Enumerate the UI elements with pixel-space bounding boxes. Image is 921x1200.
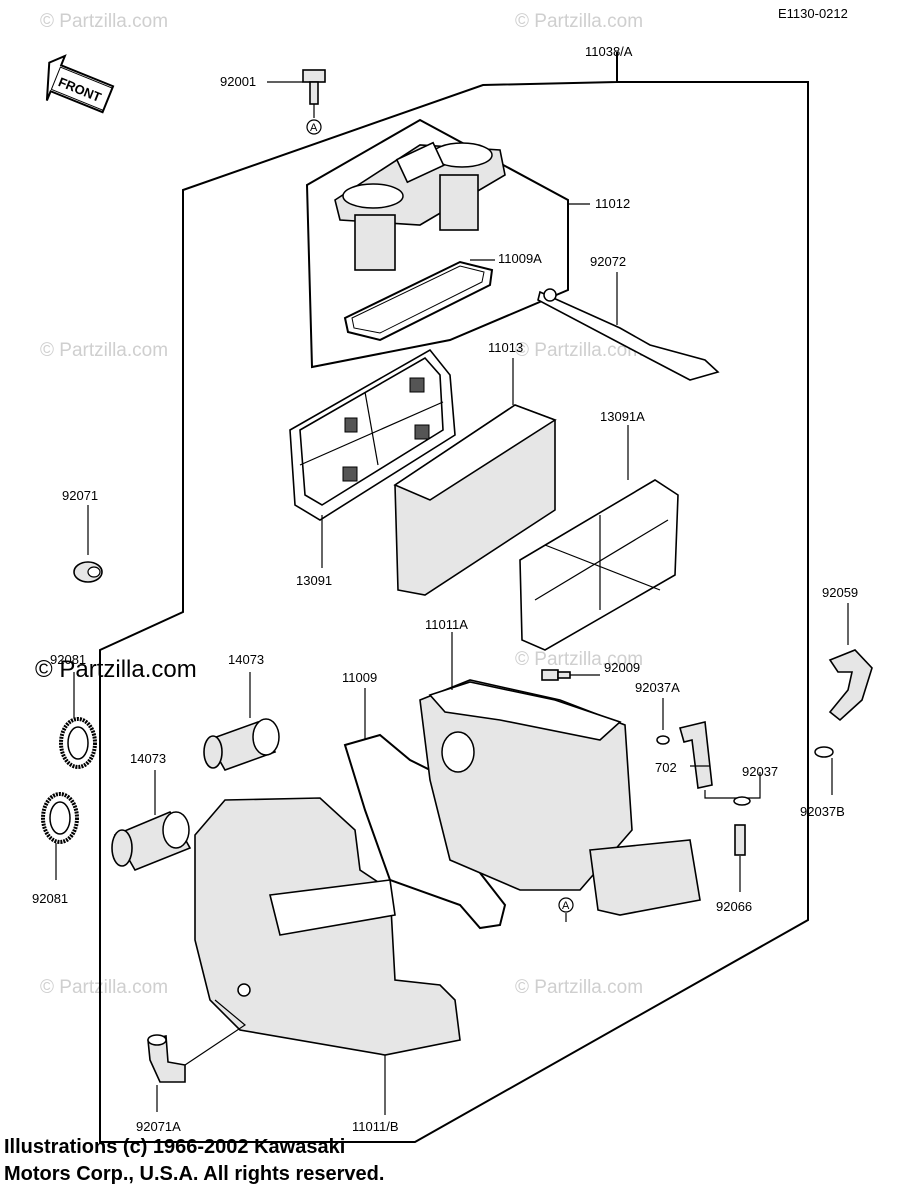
- ref-mark: A: [562, 900, 570, 912]
- copyright-line-2: Motors Corp., U.S.A. All rights reserved…: [4, 1163, 385, 1185]
- label-11011A: 11011A: [425, 617, 468, 632]
- watermark: © Partzilla.com: [515, 340, 643, 361]
- drawing-code: E1130-0212: [778, 6, 848, 21]
- front-arrow-icon: FRONT: [45, 54, 115, 114]
- ring-92081-top: [59, 672, 97, 769]
- cover-11012: [334, 141, 506, 271]
- gasket-11009A: [343, 259, 495, 342]
- watermark: © Partzilla.com: [40, 340, 168, 361]
- ref-mark: A: [310, 122, 318, 134]
- watermark: © Partzilla.com: [515, 11, 643, 32]
- assembly-outline: [99, 52, 809, 1143]
- watermarks: © Partzilla.com © Partzilla.com © Partzi…: [35, 11, 643, 998]
- bracket-92072: [537, 272, 720, 381]
- drain-plug-92066: [734, 824, 746, 892]
- label-92037A: 92037A: [635, 680, 680, 695]
- label-11013: 11013: [488, 340, 523, 355]
- screw-92009: [541, 669, 600, 681]
- label-14073-bottom: 14073: [130, 751, 166, 766]
- label-92071A: 92071A: [136, 1119, 181, 1134]
- clamp-92037A: [656, 698, 670, 745]
- grommet-92071: [73, 505, 103, 583]
- hose-92059: [828, 603, 873, 722]
- part-labels: 11038/A 92001 11012 11009A 92072 11013 1…: [32, 44, 858, 1134]
- label-11009A: 11009A: [498, 251, 542, 266]
- duct-14073-bottom: [111, 770, 192, 872]
- cover-group-frame: [305, 118, 569, 369]
- label-11011B: 11011/B: [352, 1119, 399, 1134]
- label-92066: 92066: [716, 899, 752, 914]
- watermark: © Partzilla.com: [515, 977, 643, 998]
- watermark: © Partzilla.com: [515, 649, 643, 670]
- label-92081-top: 92081: [50, 652, 86, 667]
- copyright-line-1: Illustrations (c) 1966-2002 Kawasaki: [4, 1136, 346, 1158]
- air-case-11011B: [194, 797, 701, 1115]
- ref-mark-lower: A: [558, 897, 574, 922]
- label-702: 702: [655, 760, 677, 775]
- filter-frame-13091: [289, 348, 456, 568]
- label-14073-top: 14073: [228, 652, 264, 667]
- label-92001: 92001: [220, 74, 256, 89]
- clip-92037: [704, 772, 761, 806]
- filter-frame-13091A: [519, 425, 679, 651]
- watermark: © Partzilla.com: [40, 11, 168, 32]
- label-11038A: 11038/A: [585, 44, 633, 59]
- watermark: © Partzilla.com: [40, 977, 168, 998]
- air-case-11011A: [419, 632, 633, 891]
- hose-702: [679, 721, 713, 789]
- label-92009: 92009: [604, 660, 640, 675]
- label-92059: 92059: [822, 585, 858, 600]
- label-92081-bottom: 92081: [32, 891, 68, 906]
- watermark: © Partzilla.com: [35, 656, 197, 683]
- label-13091A: 13091A: [600, 409, 645, 424]
- elbow-92071A: [147, 999, 247, 1112]
- label-92037B: 92037B: [800, 804, 845, 819]
- ring-92081-bottom: [41, 792, 79, 880]
- label-11012: 11012: [595, 196, 630, 211]
- label-11009: 11009: [342, 670, 377, 685]
- duct-14073-top: [203, 672, 280, 771]
- clip-92037B: [814, 746, 834, 795]
- label-13091: 13091: [296, 573, 332, 588]
- bolt-92001: A: [267, 69, 326, 135]
- gasket-11009: [343, 688, 507, 930]
- label-92072: 92072: [590, 254, 626, 269]
- copyright-notice: Illustrations (c) 1966-2002 Kawasaki Mot…: [4, 1134, 384, 1188]
- label-92071: 92071: [62, 488, 98, 503]
- label-92037: 92037: [742, 764, 778, 779]
- filter-element-11013: [393, 358, 557, 596]
